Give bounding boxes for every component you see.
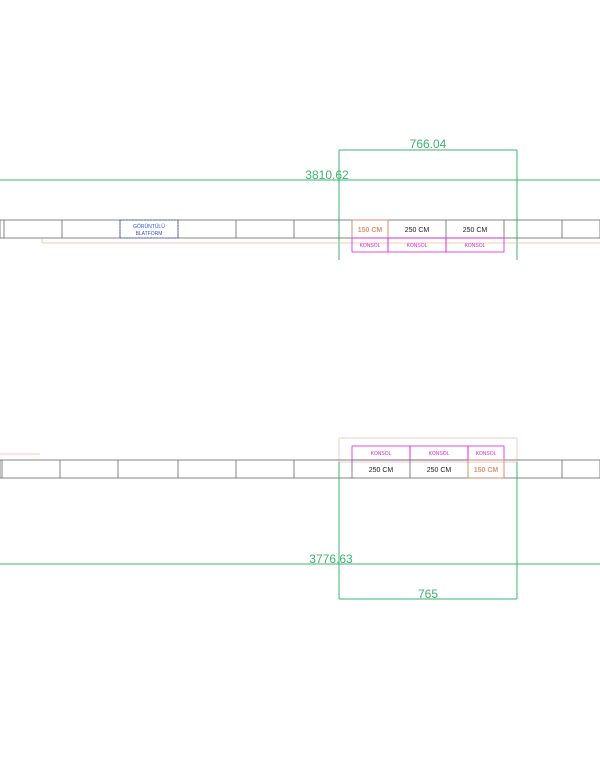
- bottom-konsol-label-3: KONSOL: [476, 451, 497, 457]
- top-blue-label-2: BLATFORM: [136, 231, 163, 237]
- top-konsol-label-1: KONSOL: [360, 243, 381, 249]
- top-narrow-dimension-label: 766.04: [410, 137, 447, 151]
- bottom-konsol-label-1: KONSOL: [371, 451, 392, 457]
- top-konsol-label-3: KONSOL: [465, 243, 486, 249]
- top-blue-label-1: GÖRÜNTÜLÜ: [133, 223, 165, 230]
- bottom-cm-label-2: 250 CM: [427, 467, 452, 474]
- top-blue-platform-box: [119, 219, 179, 239]
- bottom-cm-label-3: 150 CM: [474, 467, 499, 474]
- bottom-cm-label-1: 250 CM: [369, 467, 394, 474]
- top-konsol-row: [351, 237, 505, 253]
- top-wide-dimension-label: 3810.62: [305, 168, 349, 182]
- bottom-konsol-outline: [338, 437, 518, 463]
- bottom-wide-dimension-label: 3776.63: [309, 552, 353, 566]
- bottom-narrow-dimension-label: 765: [418, 587, 438, 601]
- top-panel-strip: [0, 219, 600, 239]
- bottom-konsol-label-2: KONSOL: [429, 451, 450, 457]
- top-cm-label-1: 150 CM: [358, 227, 383, 234]
- bottom-panel-strip: [0, 459, 600, 479]
- bottom-cell-150: [467, 459, 505, 479]
- top-cm-label-2: 250 CM: [405, 227, 430, 234]
- top-cm-label-3: 250 CM: [463, 227, 488, 234]
- top-konsol-label-2: KONSOL: [407, 243, 428, 249]
